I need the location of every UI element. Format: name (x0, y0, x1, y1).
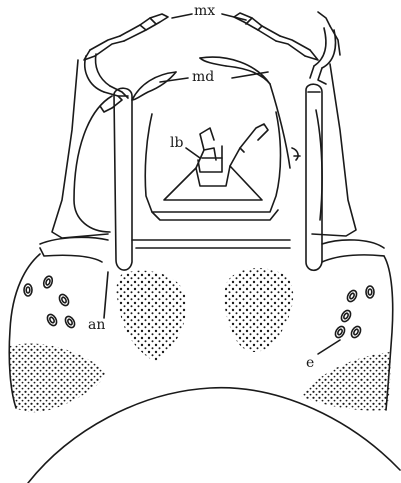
an-leader (104, 272, 108, 318)
label-an: an (88, 318, 105, 332)
label-mx: mx (194, 4, 215, 18)
stipple-patch-left (117, 271, 187, 362)
mx-leader-left (172, 14, 192, 18)
e-leader (318, 340, 340, 354)
mandible-left (132, 72, 176, 100)
stipple-patch-right (224, 268, 293, 352)
label-md: md (192, 70, 214, 84)
mx-leader-right (222, 14, 246, 20)
ocelli-left (24, 275, 76, 329)
maxilla-left (84, 14, 168, 60)
stipple-lower-left (9, 343, 104, 412)
label-e: e (306, 356, 314, 370)
label-lb: lb (170, 136, 183, 150)
md-leader-left (160, 78, 188, 82)
ocelli-right (334, 286, 374, 339)
lb-leader (186, 148, 200, 158)
